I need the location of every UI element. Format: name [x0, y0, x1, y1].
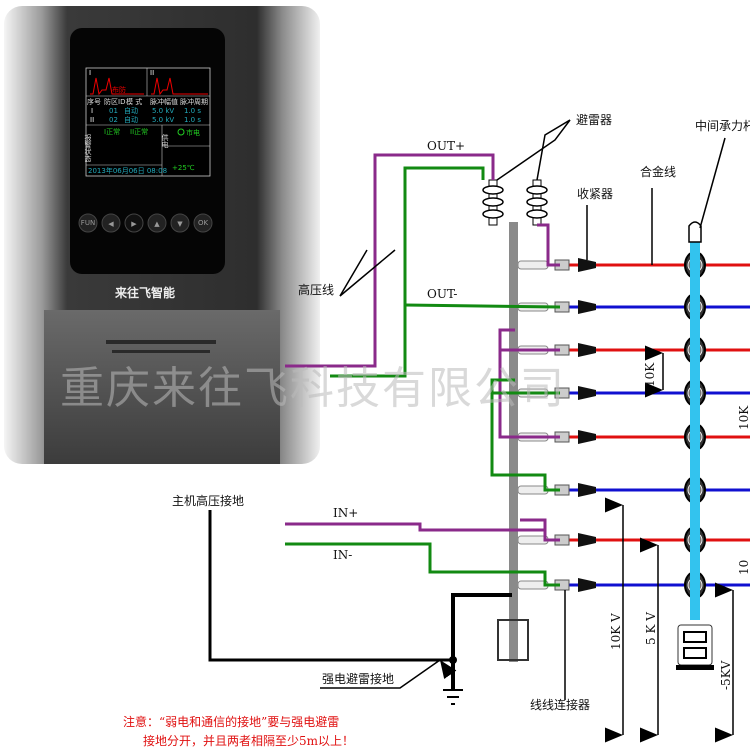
post-base-bracket	[676, 624, 714, 670]
insulator-bracket	[517, 260, 549, 270]
in-plus-lead	[285, 522, 547, 540]
tensioner-icon	[578, 533, 596, 547]
alarm-item: II正常	[130, 127, 148, 136]
temperature: +25℃	[172, 164, 195, 172]
energizer-device: I II 布防 序号 防区ID 模 式 脉冲幅值 脉冲周期 I 01 自动 5.…	[4, 6, 320, 464]
lightning-arrester-2	[526, 179, 548, 226]
alarm-label: 报警状态	[84, 133, 92, 162]
button-label: FUN	[81, 219, 95, 227]
lightning-ground-wire	[451, 593, 512, 690]
middle-support-post	[690, 240, 700, 620]
fun-button[interactable]: FUN	[78, 213, 98, 233]
header-period: 脉冲周期	[180, 97, 208, 106]
middle-post-label: 中间承力杆	[695, 118, 750, 133]
in-plus-label: IN+	[333, 506, 358, 520]
spacing-label: 10K	[643, 362, 657, 387]
channel-2-label: II	[150, 69, 154, 77]
device-brand: 来往飞智能	[114, 285, 175, 300]
status-row-2: II 02 自动 5.0 kV 1.0 s	[90, 115, 201, 124]
host-ground-label: 主机高压接地	[172, 493, 244, 508]
header-zone: 防区ID	[104, 97, 125, 106]
cell: 自动	[124, 115, 138, 124]
pole-base	[497, 619, 529, 661]
cell: 02	[109, 116, 118, 124]
voltage-5k-label: 5 K V	[644, 612, 658, 645]
down-button[interactable]: ▼	[170, 213, 190, 233]
ground-symbol-icon	[443, 689, 463, 705]
power-value: 市电	[186, 128, 200, 137]
cell: 自动	[124, 106, 138, 115]
channel-1-label: I	[89, 69, 91, 77]
cell: II	[90, 116, 94, 124]
ground-junction	[449, 656, 457, 664]
spacing-right-label: 10K	[737, 405, 750, 430]
cell: 5.0 kV	[152, 116, 174, 124]
alarm-item: I正常	[104, 127, 120, 136]
voltage-10k-label: 10K V	[609, 613, 623, 650]
button-label: ▼	[177, 220, 183, 228]
cell: 1.0 s	[184, 116, 201, 124]
main-pole	[509, 222, 518, 662]
cell: 5.0 kV	[152, 107, 174, 115]
in-minus-lead	[285, 542, 560, 587]
power-label: 供电	[161, 133, 169, 148]
device-buttons: FUN ◀ ▶ ▲ ▼ OK	[78, 213, 213, 233]
up-button[interactable]: ▲	[147, 213, 167, 233]
fence-wires	[512, 251, 750, 599]
callout-lines	[339, 119, 726, 700]
power-icon	[177, 128, 185, 136]
hv-wire-label: 高压线	[298, 282, 334, 297]
tensioner-icon	[578, 258, 596, 272]
cell: I	[91, 107, 93, 115]
wire-connector-label: 线线连接器	[530, 697, 590, 712]
alloy-wire-label: 合金线	[640, 164, 676, 179]
in-minus-label: IN-	[333, 548, 352, 562]
header-no: 序号	[87, 97, 101, 106]
out-minus-label: OUT-	[427, 287, 457, 301]
lightning-ground-pointer	[320, 659, 457, 689]
out-plus-label: OUT+	[427, 139, 465, 153]
tensioner-icon	[578, 483, 596, 497]
tensioner-icon	[578, 343, 596, 357]
header-mode: 模 式	[126, 97, 142, 106]
left-button[interactable]: ◀	[101, 213, 121, 233]
tensioner-icon	[578, 300, 596, 314]
tensioner-icon	[578, 386, 596, 400]
lcd-screen: I II 布防 序号 防区ID 模 式 脉冲幅值 脉冲周期 I 01 自动 5.…	[84, 67, 211, 177]
post-cap	[688, 221, 702, 243]
button-label: ◀	[108, 220, 114, 228]
waveform-2	[151, 77, 208, 96]
voltage-arrows	[605, 345, 734, 743]
ok-button[interactable]: OK	[193, 213, 213, 233]
datetime: 2013年06月06日 08:08	[88, 166, 167, 175]
voltage-neg5k-label: -5KV	[719, 660, 733, 690]
out-minus-lead	[330, 166, 561, 492]
waveform-1	[90, 77, 144, 96]
button-label: ▲	[154, 220, 160, 228]
host-ground-wire	[208, 510, 453, 662]
status-row-1: I 01 自动 5.0 kV 1.0 s	[91, 106, 201, 115]
right-edge-label: 10	[737, 560, 750, 575]
lightning-ground-label: 强电避雷接地	[322, 671, 394, 686]
tensioner-icon	[578, 430, 596, 444]
button-label: OK	[198, 219, 209, 227]
right-button[interactable]: ▶	[124, 213, 144, 233]
cell: 1.0 s	[184, 107, 201, 115]
header-amplitude: 脉冲幅值	[150, 97, 178, 106]
tensioner-icon	[578, 578, 596, 592]
note-line-1: 注意：“弱电和通信的接地”要与强电避雷	[123, 714, 339, 729]
note-line-2: 接地分开，并且两者相隔至少5m以上！	[143, 733, 354, 748]
button-label: ▶	[131, 220, 137, 228]
cell: 01	[109, 107, 118, 115]
tensioner-label: 收紧器	[577, 187, 613, 201]
lightning-arrester-1	[482, 179, 504, 226]
arrester-label: 避雷器	[576, 113, 612, 127]
watermark: 重庆来往飞科技有限公司	[60, 363, 566, 414]
wave-tag: 布防	[112, 85, 126, 94]
